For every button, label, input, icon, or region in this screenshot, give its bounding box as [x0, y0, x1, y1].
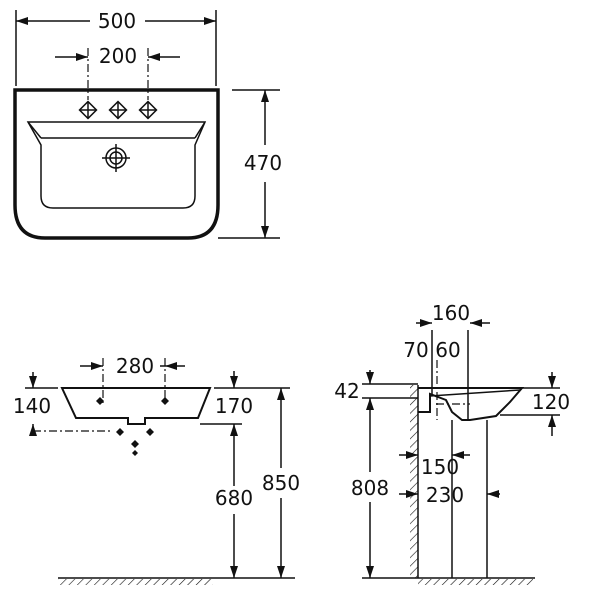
tap-hole-icon [108, 100, 128, 120]
top-width-dimension: 500 [98, 9, 136, 33]
side-floor-hatch [418, 579, 533, 585]
top-basin-outline [13, 88, 220, 240]
front-total-height-dimension: 850 [262, 471, 300, 495]
side-drain-offset-a-dimension: 150 [421, 455, 459, 479]
front-left-height-dimension: 140 [13, 394, 51, 418]
top-depth-dimension: 470 [244, 151, 282, 175]
tap-hole-icon [138, 100, 158, 120]
front-mount-height-dimension: 680 [215, 486, 253, 510]
top-tap-spacing-dimension: 200 [99, 44, 137, 68]
side-rim-dimension: 42 [334, 379, 359, 403]
side-floor-height-dimension: 808 [351, 476, 389, 500]
side-pedestal-width-dimension: 160 [432, 301, 470, 325]
side-depth-dimension: 120 [532, 390, 570, 414]
side-drain-offset-b-dimension: 230 [426, 483, 464, 507]
side-wall-hatch [410, 385, 418, 578]
waste-marker-icon [116, 428, 154, 456]
top-bowl-inner [26, 121, 207, 209]
front-spacing-dimension: 280 [116, 354, 154, 378]
top-view: 500 200 [13, 9, 282, 240]
tap-hole-icon [78, 100, 98, 120]
front-basin-outline [60, 387, 212, 425]
side-basin-outline [418, 387, 525, 421]
front-view: 280 140 170 680 [13, 354, 300, 585]
side-offset-b-dimension: 60 [435, 338, 460, 362]
front-floor-hatch [58, 579, 213, 585]
drain-icon [102, 144, 130, 172]
side-view: 160 70 60 42 120 808 [334, 301, 570, 585]
tap-marker-icon [96, 397, 104, 405]
tap-marker-icon [161, 397, 169, 405]
front-right-height-dimension: 170 [215, 394, 253, 418]
side-offset-a-dimension: 70 [403, 338, 428, 362]
